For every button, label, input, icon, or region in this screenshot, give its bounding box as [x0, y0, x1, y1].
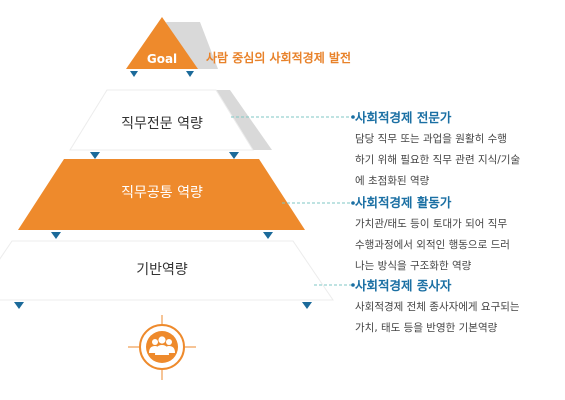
- marker-tier3-right: [302, 302, 312, 309]
- description-line: 수행과정에서 외적인 행동으로 드러: [355, 239, 510, 251]
- description-expert: 사회적경제 전문가 담당 직무 또는 과업을 원활히 수행 하기 위해 필요한 …: [355, 110, 560, 192]
- description-worker-title: 사회적경제 종사자: [355, 278, 452, 293]
- description-line: 가치관/태도 등이 토대가 되어 직무: [355, 218, 508, 230]
- description-line: 나는 방식을 구조화한 역량: [355, 260, 472, 272]
- tier-3-label: 기반역량: [136, 262, 188, 278]
- marker-goal-left: [130, 71, 138, 77]
- marker-tier2-left: [51, 232, 61, 239]
- description-expert-title: 사회적경제 전문가: [355, 110, 452, 125]
- tier-1-shape: [69, 89, 254, 151]
- description-activist: 사회적경제 활동가 가치관/태도 등이 토대가 되어 직무 수행과정에서 외적인…: [355, 195, 560, 277]
- connector-2-dot: [351, 201, 355, 205]
- goal-triangle: [126, 17, 198, 69]
- connector-3-dot: [351, 283, 355, 287]
- description-worker: 사회적경제 종사자 사회적경제 전체 종사자에게 요구되는 가치, 태도 등을 …: [355, 278, 560, 339]
- description-line: 담당 직무 또는 과업을 원활히 수행: [355, 133, 507, 145]
- marker-tier3-left: [14, 302, 24, 309]
- description-line: 사회적경제 전체 종사자에게 요구되는: [355, 301, 520, 313]
- description-line: 가치, 태도 등을 반영한 기본역량: [355, 322, 498, 334]
- goal-shadow: [166, 22, 218, 69]
- tier-2-label: 직무공통 역량: [121, 185, 203, 201]
- marker-tier1-right: [229, 152, 239, 159]
- marker-tier2-right: [263, 232, 273, 239]
- tier-1-label: 직무전문 역량: [121, 116, 203, 132]
- description-activist-title: 사회적경제 활동가: [355, 195, 452, 210]
- description-line: 하기 위해 필요한 직무 관련 지식/기술: [355, 154, 521, 166]
- description-line: 에 초점화된 역량: [355, 175, 430, 187]
- goal-description: 사람 중심의 사회적경제 발전: [206, 51, 352, 65]
- goal-label: Goal: [146, 52, 178, 66]
- connector-1-dot: [351, 115, 355, 119]
- tier-3-shape: [0, 240, 334, 301]
- tier-2-shape: [18, 159, 305, 230]
- people-group-icon: [128, 315, 196, 380]
- marker-tier1-left: [90, 152, 100, 159]
- marker-goal-right: [186, 71, 194, 77]
